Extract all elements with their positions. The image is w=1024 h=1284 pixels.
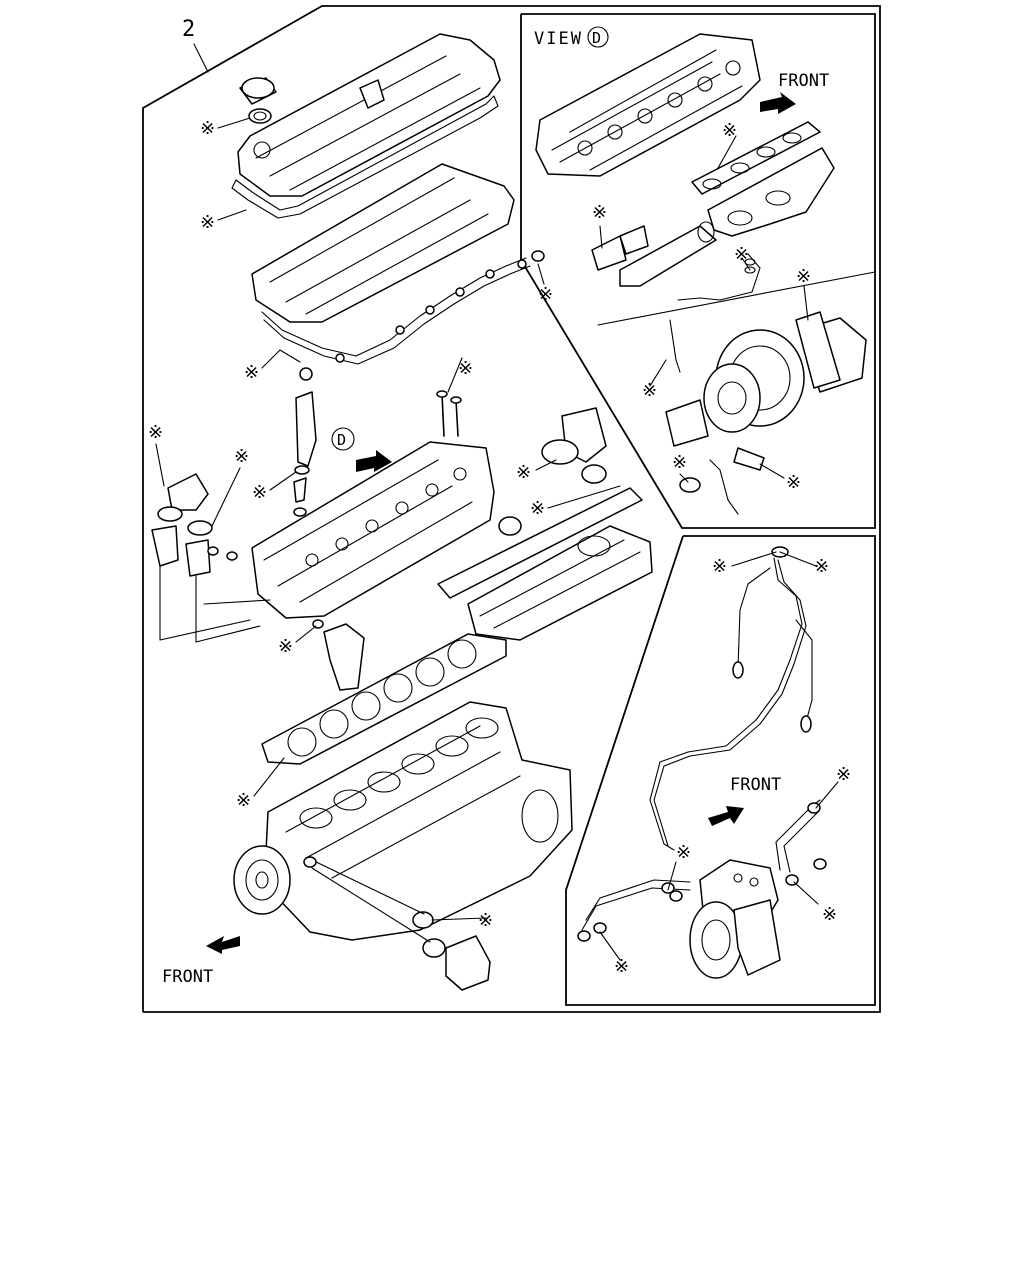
turbo-gaskets	[665, 311, 841, 447]
head-cover-gasket	[231, 95, 499, 219]
marker: ※	[722, 120, 737, 141]
marker: ※	[836, 764, 851, 785]
block-o-rings	[303, 856, 491, 991]
water-outlet-pipe	[312, 619, 365, 691]
head-bolts	[436, 390, 462, 437]
marker: ※	[642, 380, 657, 401]
front-arrow-pump	[708, 806, 744, 826]
marker: ※	[672, 452, 687, 473]
marker: ※	[516, 462, 531, 483]
marker: ※	[236, 790, 251, 811]
marker: ※	[234, 446, 249, 467]
view-label: VIEW	[534, 29, 583, 49]
marker: ※	[244, 362, 259, 383]
view-letter-circle	[587, 26, 609, 48]
turbocharger	[703, 317, 867, 433]
exhaust-pipe-gaskets	[591, 225, 649, 271]
callout-letter: D	[337, 431, 346, 449]
exhaust-manifold	[707, 147, 835, 237]
main-frame	[142, 5, 881, 1013]
turbo-oil-lines	[669, 253, 765, 515]
pump-fuel-lines	[577, 799, 827, 942]
fuel-leak-off-pipe	[261, 250, 545, 365]
front-label-view-d: FRONT	[778, 71, 829, 91]
marker-leader-lines	[155, 117, 839, 961]
exhaust-pipe	[619, 221, 717, 287]
egr-pipe-seal	[498, 516, 522, 536]
fuel-injector	[293, 367, 317, 517]
crankshaft-pulley	[233, 845, 291, 915]
thermostat-housing	[151, 473, 238, 577]
marker: ※	[676, 842, 691, 863]
view-letter: D	[592, 29, 601, 47]
marker: ※	[734, 244, 749, 265]
marker: ※	[458, 358, 473, 379]
injection-pump	[689, 859, 781, 979]
front-arrow-view-d	[760, 92, 796, 114]
marker: ※	[814, 556, 829, 577]
marker: ※	[200, 118, 215, 139]
egr-cooler	[541, 407, 607, 484]
marker-layer: ※ ※ ※ ※ ※ ※ ※ ※ ※ ※ ※ ※ ※ ※ ※ ※ ※ ※ ※ ※ …	[148, 118, 851, 977]
oil-filler-cap	[241, 77, 275, 124]
marker: ※	[822, 904, 837, 925]
view-d-inset: VIEW D FRONT	[520, 13, 876, 529]
intake-manifold-gasket	[437, 487, 643, 599]
marker: ※	[530, 498, 545, 519]
marker: ※	[786, 472, 801, 493]
rocker-housing	[251, 163, 515, 323]
cylinder-head	[251, 441, 495, 619]
front-label-main: FRONT	[162, 967, 213, 987]
exhaust-manifold-gaskets	[691, 121, 821, 195]
marker: ※	[200, 212, 215, 233]
view-d-arrow	[356, 450, 392, 472]
reference-number: 2	[182, 17, 195, 42]
injection-pipe-harness	[649, 546, 813, 851]
marker: ※	[478, 910, 493, 931]
marker: ※	[538, 284, 553, 305]
reference-number-callout: 2	[182, 17, 209, 73]
cylinder-head-top-view	[535, 33, 761, 177]
thermostat-leader-lines	[159, 565, 271, 643]
marker: ※	[796, 266, 811, 287]
front-arrow-main	[206, 936, 240, 954]
marker: ※	[712, 556, 727, 577]
marker: ※	[592, 202, 607, 223]
intake-manifold	[467, 525, 653, 641]
marker: ※	[148, 422, 163, 443]
front-label-pump: FRONT	[730, 775, 781, 795]
marker: ※	[614, 956, 629, 977]
marker: ※	[252, 482, 267, 503]
injection-pump-inset: FRONT	[565, 535, 876, 1006]
cylinder-head-gasket	[261, 633, 507, 765]
marker: ※	[278, 636, 293, 657]
view-d-callout: D	[331, 427, 392, 472]
